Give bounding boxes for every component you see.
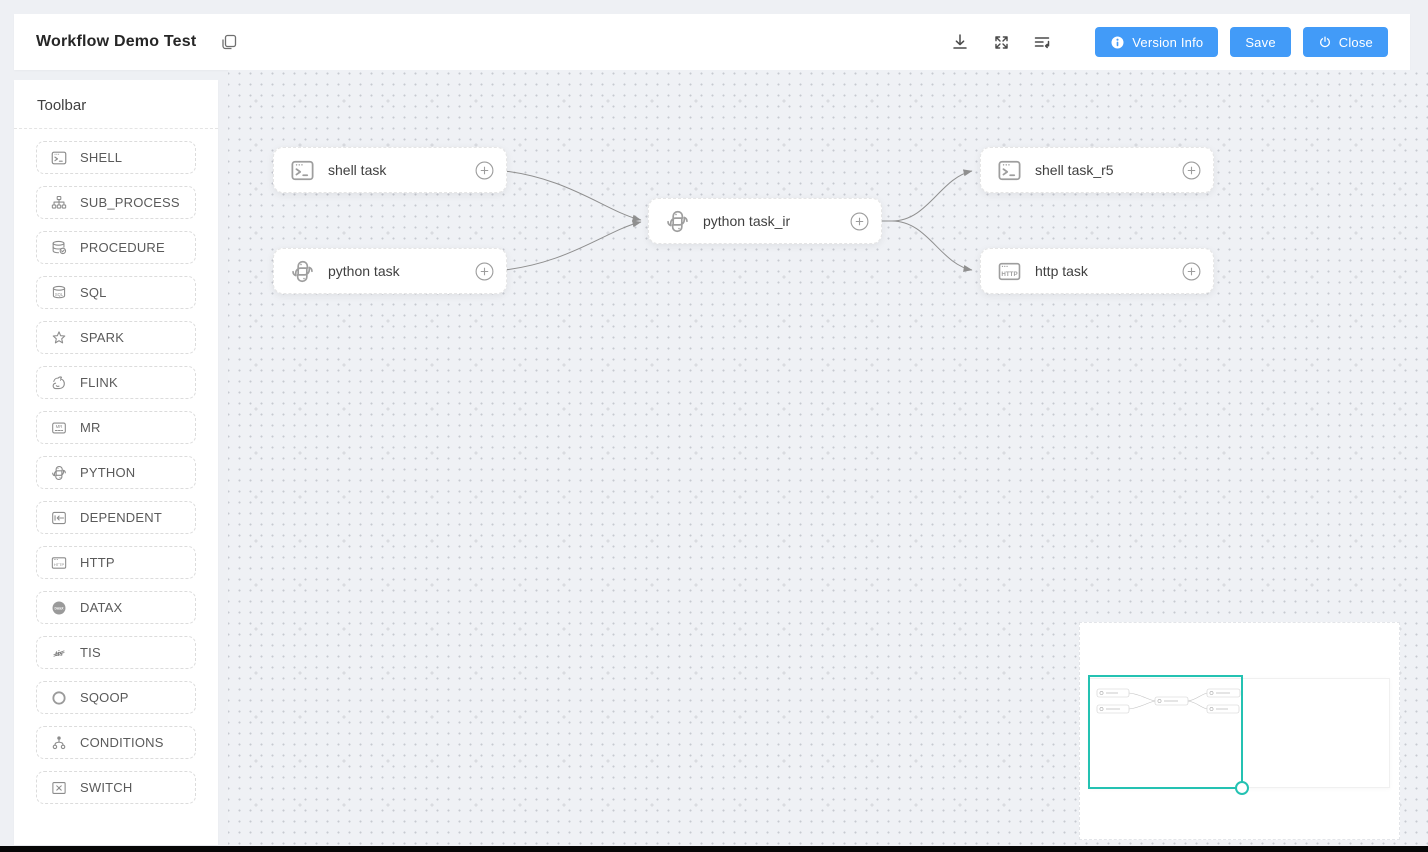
toolbar-item-label: TIS [80,645,101,660]
shell-icon [996,157,1023,184]
toolbar-title: Toolbar [37,97,87,114]
flink-squirrel-icon [49,373,68,392]
toolbar-item-label: SUB_PROCESS [80,195,180,210]
toolbar-item-dependent[interactable]: DEPENDENT [36,501,196,534]
toolbar-item-flink[interactable]: FLINK [36,366,196,399]
info-icon [1110,35,1125,50]
python-icon [289,258,316,285]
python-icon [49,463,68,482]
dag-node-python-task[interactable]: python task [273,248,507,294]
dag-node-http-task[interactable]: HTTP http task [980,248,1214,294]
toolbar-list: SHELL SUB_PROCESS [14,129,218,804]
workflow-title: Workflow Demo Test [36,33,197,50]
toolbar-item-conditions[interactable]: CONDITIONS [36,726,196,759]
toolbar-item-shell[interactable]: SHELL [36,141,196,174]
switch-icon [49,778,68,797]
dag-node-shell-task-r5[interactable]: shell task_r5 [980,147,1214,193]
copy-icon[interactable] [218,31,240,53]
spark-icon [49,328,68,347]
procedure-icon [49,238,68,257]
download-icon[interactable] [949,31,971,53]
sub-process-icon [49,193,68,212]
datax-icon: DataX [49,598,68,617]
svg-text:DataX: DataX [54,606,64,610]
minimap-panel[interactable] [1079,622,1400,840]
power-icon [1318,35,1332,49]
toolbar-item-sql[interactable]: SQL SQL [36,276,196,309]
node-label: shell task_r5 [1035,162,1114,178]
toolbar-item-tis[interactable]: tis TIS [36,636,196,669]
toolbar-item-label: SQL [80,285,107,300]
minimap-resize-handle[interactable] [1235,781,1249,795]
node-label: http task [1035,263,1088,279]
minimap-viewport[interactable] [1088,675,1249,795]
header-bar: Workflow Demo Test [14,14,1410,70]
toolbar-item-label: SWITCH [80,780,133,795]
toolbar-item-mr[interactable]: MR MR [36,411,196,444]
toolbar-item-label: CONDITIONS [80,735,164,750]
svg-text:HTTP: HTTP [53,562,64,567]
toolbar-item-label: SPARK [80,330,125,345]
svg-text:SQL: SQL [54,292,63,297]
http-icon: HTTP [996,258,1023,285]
toolbar-item-sqoop[interactable]: SQOOP [36,681,196,714]
edge-python-task-ir-to-http-task [870,220,973,272]
node-label: python task [328,263,400,279]
dependent-icon [49,508,68,527]
svg-text:MR: MR [55,424,62,429]
close-button[interactable]: Close [1302,27,1388,57]
edge-python-task-to-python-task-ir [494,220,642,272]
toolbar-item-sub-process[interactable]: SUB_PROCESS [36,186,196,219]
toolbar-item-label: MR [80,420,101,435]
node-label: shell task [328,162,387,178]
save-button[interactable]: Save [1230,27,1291,57]
connect-plus-button[interactable] [850,212,869,231]
format-layout-icon[interactable] [1031,31,1053,53]
version-info-button[interactable]: Version Info [1095,27,1219,57]
connect-plus-button[interactable] [1182,161,1201,180]
shell-icon [49,148,68,167]
toolbar-item-label: HTTP [80,555,115,570]
minimap-graph [1096,688,1241,714]
svg-text:tis: tis [55,649,63,658]
edge-python-task-ir-to-shell-task-r5 [870,169,973,222]
toolbar-item-switch[interactable]: SWITCH [36,771,196,804]
connect-plus-button[interactable] [475,262,494,281]
toolbar-item-label: PROCEDURE [80,240,165,255]
bottom-window-edge [0,846,1428,852]
toolbar-sidebar: Toolbar SHELL [14,80,218,845]
conditions-icon [49,733,68,752]
shell-icon [289,157,316,184]
toolbar-divider [14,128,218,129]
dag-node-shell-task[interactable]: shell task [273,147,507,193]
sqoop-icon [49,688,68,707]
svg-text:HTTP: HTTP [1001,270,1017,277]
toolbar-item-spark[interactable]: SPARK [36,321,196,354]
http-icon: HTTP [49,553,68,572]
toolbar-item-label: SQOOP [80,690,129,705]
dag-canvas[interactable]: shell task python task [228,70,1428,846]
sql-icon: SQL [49,283,68,302]
toolbar-item-label: PYTHON [80,465,136,480]
toolbar-item-http[interactable]: HTTP HTTP [36,546,196,579]
connect-plus-button[interactable] [1182,262,1201,281]
toolbar-item-procedure[interactable]: PROCEDURE [36,231,196,264]
dag-node-python-task-ir[interactable]: python task_ir [648,198,882,244]
node-label: python task_ir [703,213,791,229]
version-info-label: Version Info [1132,34,1204,50]
toolbar-item-label: DEPENDENT [80,510,162,525]
toolbar-item-datax[interactable]: DataX DATAX [36,591,196,624]
toolbar-item-python[interactable]: PYTHON [36,456,196,489]
python-icon [664,208,691,235]
toolbar-item-label: DATAX [80,600,123,615]
connect-plus-button[interactable] [475,161,494,180]
mr-icon: MR [49,418,68,437]
tis-icon: tis [49,643,68,662]
toolbar-item-label: FLINK [80,375,118,390]
fullscreen-icon[interactable] [990,31,1012,53]
close-label: Close [1338,34,1373,50]
save-label: Save [1245,34,1276,50]
edge-shell-task-to-python-task-ir [494,169,642,222]
toolbar-item-label: SHELL [80,150,123,165]
